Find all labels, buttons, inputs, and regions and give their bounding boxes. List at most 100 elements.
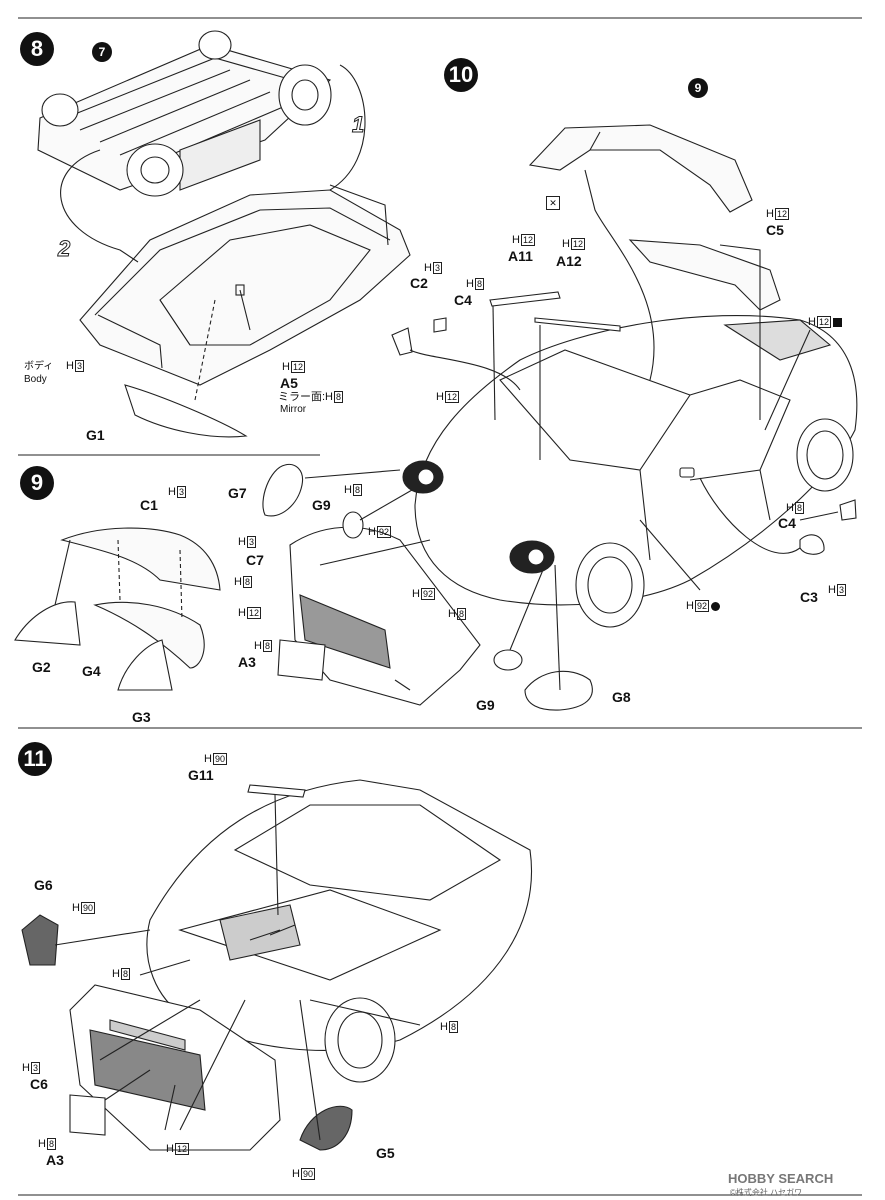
label-g4: G4: [82, 663, 101, 679]
label-g9-b: G9: [476, 697, 495, 713]
mirror-label-en: Mirror: [280, 404, 307, 415]
label-a11: A11: [508, 248, 533, 264]
c2-part: [391, 327, 413, 356]
g5-part: [299, 1105, 353, 1151]
label-g6: G6: [34, 877, 53, 893]
chassis-part: [37, 30, 332, 197]
g6-part: [21, 914, 59, 966]
no-glue-icon: ✕: [546, 196, 560, 210]
label-c5: C5: [766, 222, 784, 238]
hardtop-roof-part: [528, 124, 781, 311]
leader-lines-step11: [54, 794, 421, 1141]
label-g3: G3: [132, 709, 151, 725]
c3-part: [799, 534, 825, 555]
label-a3: A3: [238, 654, 256, 670]
hobby-search-logo: HOBBY SEARCH: [728, 1171, 834, 1186]
g11-part: [247, 784, 306, 798]
label-c2: C2: [410, 275, 428, 291]
label-g7: G7: [228, 485, 247, 501]
car-body-step11: [146, 779, 532, 1083]
body-label-jp: ボディ: [24, 361, 54, 372]
c4r-part: [839, 499, 857, 521]
mix-icon: [832, 317, 842, 327]
seq-arrow-2: [60, 149, 139, 263]
label-c3: C3: [800, 589, 818, 605]
label-c4: C4: [454, 292, 472, 308]
g9-part-a: [342, 511, 364, 539]
step-11-marker: 11: [18, 742, 52, 776]
a11-part: [489, 291, 561, 307]
ref-step-7: 7: [92, 42, 112, 62]
seq-arrow-1: [329, 64, 366, 191]
copyright-text: ©株式会社 ハセガワ: [730, 1188, 803, 1197]
g1-guide: [194, 299, 216, 401]
step-9-marker: 9: [20, 466, 54, 500]
body-shell-part: [79, 184, 411, 386]
label-g1: G1: [86, 427, 105, 443]
label-a5: A5: [280, 375, 298, 391]
a3-part: [277, 639, 326, 681]
sequence-1: 1: [351, 112, 365, 138]
rear-bumper-part: [69, 984, 281, 1151]
g9-part-b: [493, 649, 523, 671]
label-c4-right: C4: [778, 515, 796, 531]
label-c6: C6: [30, 1076, 48, 1092]
a12-part: [534, 317, 621, 332]
label-a12: A12: [556, 253, 582, 269]
a3b-part: [69, 1094, 106, 1136]
step-10-marker: 10: [444, 58, 478, 92]
g1-part: [124, 384, 248, 438]
front-bumper-part: [289, 526, 481, 706]
body-label-en: Body: [24, 374, 47, 385]
label-g11: G11: [188, 767, 214, 783]
g8-part: [524, 670, 593, 711]
label-g2: G2: [32, 659, 51, 675]
sequence-2: 2: [57, 236, 71, 262]
mix-dot-icon: [710, 601, 720, 611]
label-g9-a: G9: [312, 497, 331, 513]
label-c7: C7: [246, 552, 264, 568]
hardtop-part: [14, 527, 221, 691]
ref-step-9: 9: [688, 78, 708, 98]
label-a3b: A3: [46, 1152, 64, 1168]
g7-part: [262, 463, 304, 517]
car-body-step10: [402, 314, 858, 628]
label-c1: C1: [140, 497, 158, 513]
step-8-marker: 8: [20, 32, 54, 66]
leader-lines-step10: [304, 169, 839, 691]
c4-part: [433, 317, 447, 333]
label-g8: G8: [612, 689, 631, 705]
label-g5: G5: [376, 1145, 395, 1161]
